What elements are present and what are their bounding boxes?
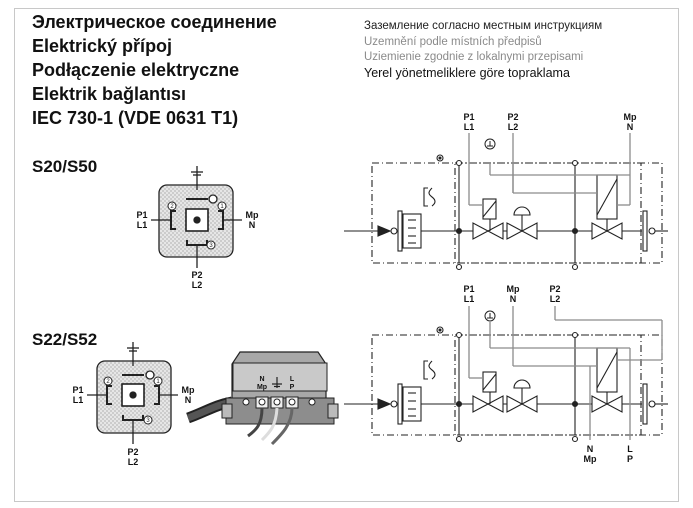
box-label-l: L bbox=[290, 376, 295, 383]
bottom-label-l1: L1 bbox=[464, 294, 475, 304]
pin-number-2: 2 bbox=[106, 379, 110, 385]
earthing-note-tr: Yerel yönetmeliklere göre topraklama bbox=[364, 65, 570, 80]
box-label-mp: Mp bbox=[257, 384, 267, 391]
bottom-wires bbox=[468, 306, 663, 440]
bottom-label-p1: P1 bbox=[463, 284, 474, 294]
label-l2: L2 bbox=[192, 280, 203, 290]
pin-number-3: 3 bbox=[209, 243, 213, 249]
top-label-l2: L2 bbox=[508, 122, 519, 132]
earthing-note-ru: Заземление согласно местным инструкциям bbox=[364, 20, 603, 32]
top-label-l1: L1 bbox=[464, 122, 475, 132]
valve-schematic-s22-s52 bbox=[344, 326, 668, 443]
label-p1: P1 bbox=[136, 210, 147, 220]
title-pl: Podłączenie elektryczne bbox=[32, 60, 240, 80]
diagram-frame bbox=[14, 8, 679, 502]
bottom-label-l-out: L bbox=[627, 444, 633, 454]
bottom-label-n: N bbox=[510, 294, 517, 304]
label-l1: L1 bbox=[137, 220, 148, 230]
label-l2: L2 bbox=[128, 457, 139, 467]
top-earth-symbol bbox=[484, 138, 496, 150]
top-label-p2: P2 bbox=[507, 112, 518, 122]
model-label-s20-s50: S20/S50 bbox=[32, 157, 98, 176]
top-wires bbox=[468, 133, 631, 206]
earthing-notes: Заземление согласно местным инструкциям … bbox=[364, 19, 602, 81]
pin-number-2: 2 bbox=[170, 204, 174, 210]
top-label-n: N bbox=[627, 122, 634, 132]
title-tr: Elektrik bağlantısı bbox=[32, 84, 187, 104]
label-p2: P2 bbox=[191, 270, 202, 280]
bottom-earth-symbol bbox=[484, 310, 496, 322]
label-n: N bbox=[249, 220, 256, 230]
model-label-s22-s52: S22/S52 bbox=[32, 330, 98, 349]
bottom-label-n-out: N bbox=[587, 444, 594, 454]
earthing-note-pl: Uziemienie zgodnie z lokalnymi przepisam… bbox=[364, 51, 584, 63]
bottom-label-mp: Mp bbox=[507, 284, 520, 294]
pin-number-1: 1 bbox=[220, 204, 224, 210]
valve-schematic-s20-s50 bbox=[344, 154, 668, 271]
label-mp: Mp bbox=[182, 385, 195, 395]
top-label-mp: Mp bbox=[624, 112, 637, 122]
bottom-label-p-out: P bbox=[627, 454, 633, 464]
title-cs: Elektrický přípoj bbox=[32, 36, 173, 56]
bottom-label-mp-out: Mp bbox=[584, 454, 597, 464]
title-standard: IEC 730-1 (VDE 0631 T1) bbox=[32, 108, 239, 128]
box-label-n: N bbox=[259, 376, 264, 383]
label-n: N bbox=[185, 395, 192, 405]
title-block: Электрическое соединение Elektrický příp… bbox=[32, 10, 277, 130]
pin-number-3: 3 bbox=[146, 418, 150, 424]
plug-s20-s50 bbox=[151, 166, 242, 268]
earthing-note-cs: Uzemnění podle místních předpisů bbox=[364, 35, 542, 48]
top-label-p1: P1 bbox=[463, 112, 474, 122]
box-label-p: P bbox=[290, 384, 295, 391]
plug-s22-s52 bbox=[87, 342, 178, 444]
label-mp: Mp bbox=[246, 210, 259, 220]
pin-number-1: 1 bbox=[156, 379, 160, 385]
title-ru: Электрическое соединение bbox=[32, 12, 277, 32]
bottom-label-l2: L2 bbox=[550, 294, 561, 304]
bottom-label-p2: P2 bbox=[549, 284, 560, 294]
label-p2: P2 bbox=[127, 447, 138, 457]
label-p1: P1 bbox=[72, 385, 83, 395]
terminal-box-illustration bbox=[186, 351, 339, 446]
label-l1: L1 bbox=[73, 395, 84, 405]
